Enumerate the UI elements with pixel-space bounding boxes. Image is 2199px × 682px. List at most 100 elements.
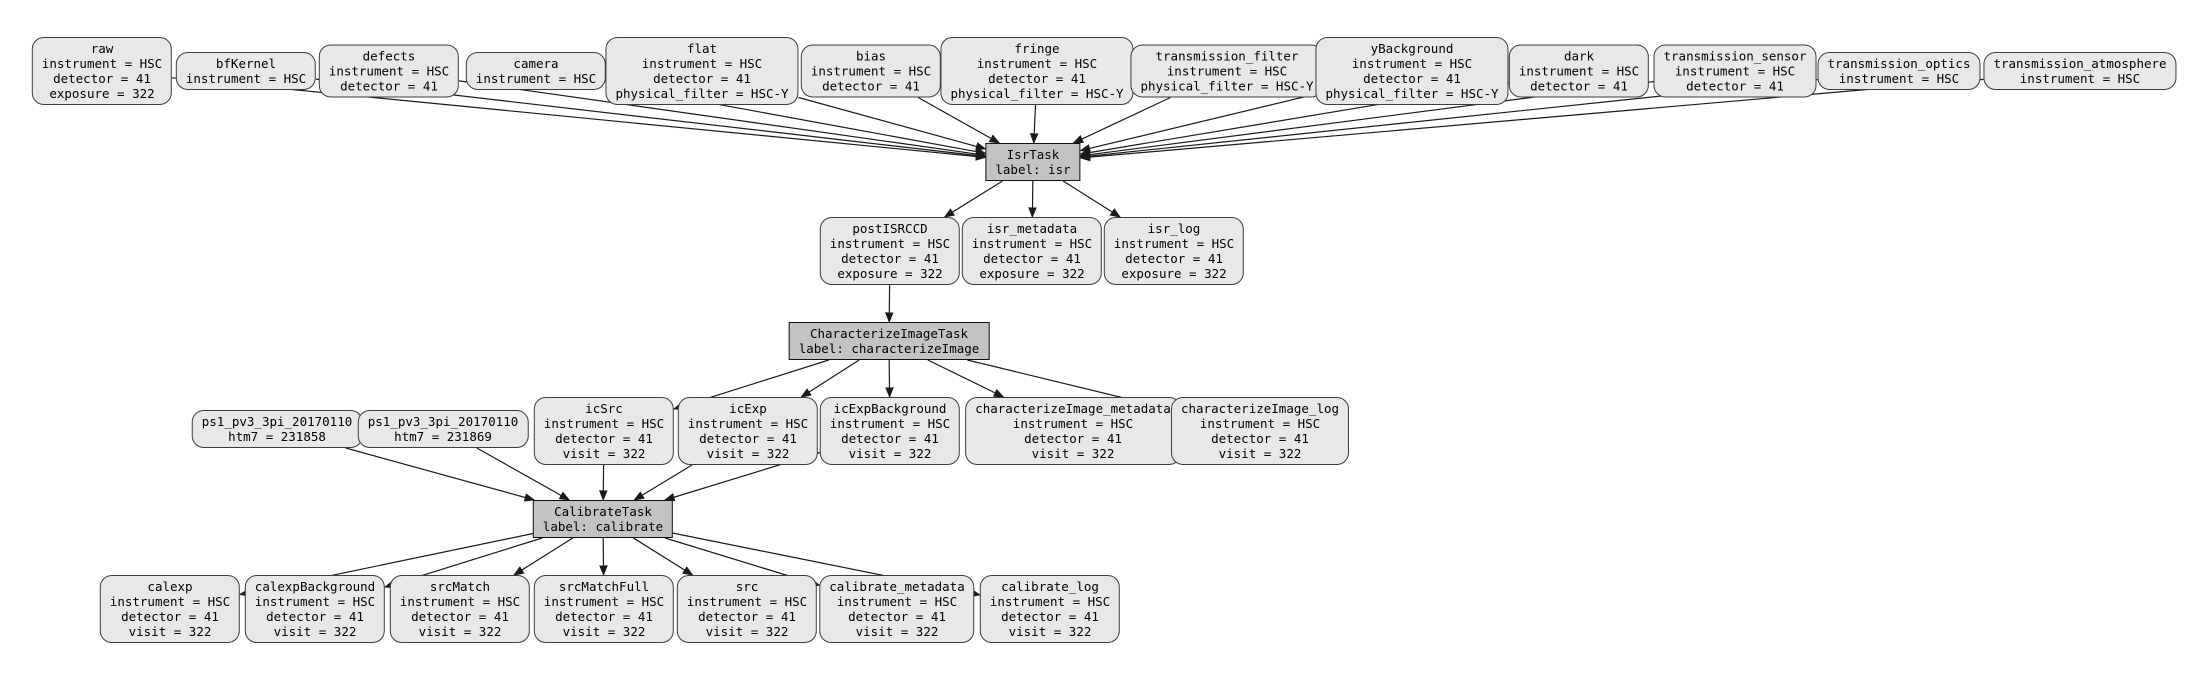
dataset-dimensions: htm7 = 231869 (394, 429, 492, 444)
dataset-name: calexpBackground (254, 579, 376, 594)
dataset-dimensions: instrument = HSC detector = 41 visit = 3… (254, 594, 376, 639)
edge-bias-to-isr (917, 96, 1001, 144)
dataset-dimensions: instrument = HSC detector = 41 (1674, 63, 1796, 94)
edge-defects-to-isr (458, 80, 987, 159)
dataset-dimensions: instrument = HSC detector = 41 physical_… (950, 56, 1124, 101)
dataset-name: fringe (1014, 41, 1060, 56)
dataset-dimensions: instrument = HSC detector = 41 exposure … (829, 236, 951, 281)
dataset-name: postISRCCD (852, 221, 928, 236)
dataset-dimensions: instrument = HSC detector = 41 visit = 3… (836, 594, 958, 639)
edge-transmission_atmosphere-to-isr (1079, 78, 1984, 162)
edge-fringe-to-isr (1029, 104, 1039, 145)
edge-raw-to-isr (171, 77, 987, 161)
dataset-dimensions: instrument = HSC detector = 41 visit = 3… (686, 594, 808, 639)
dataset-name: srcMatch (429, 579, 491, 594)
edge-flat-to-isr (798, 96, 987, 151)
dataset-dimensions: instrument = HSC (475, 71, 597, 86)
dataset-dimensions: instrument = HSC detector = 41 physical_… (615, 56, 789, 101)
dataset-dimensions: instrument = HSC physical_filter = HSC-Y (1140, 63, 1314, 94)
task-label: label: calibrate (542, 519, 664, 534)
dataset-dimensions: instrument = HSC detector = 41 visit = 3… (543, 594, 665, 639)
edge-calibrate-to-srcMatch (513, 537, 574, 576)
dataset-dimensions: instrument = HSC (1838, 71, 1960, 86)
edge-isr-to-postISRCCD (943, 180, 1003, 218)
dataset-name: calibrate_log (1001, 579, 1099, 594)
dataset-name: camera (513, 56, 559, 71)
dataset-dimensions: instrument = HSC detector = 41 (1518, 63, 1640, 94)
dataset-dimensions: instrument = HSC (2019, 71, 2141, 86)
dataset-name: characterizeImage_metadata (975, 401, 1171, 416)
dataset-name: isr_metadata (986, 221, 1078, 236)
dataset-dimensions: instrument = HSC detector = 41 visit = 3… (399, 594, 521, 639)
edge-ps1_a-to-calibrate (345, 447, 536, 502)
task-name: CharacterizeImageTask (809, 326, 969, 341)
dataset-name: yBackground (1370, 41, 1454, 56)
dataset-name: dark (1563, 48, 1595, 64)
dataset-name: srcMatchFull (558, 579, 650, 594)
edge-transmission_filter-to-isr (1072, 96, 1171, 144)
dataset-name: flat (686, 41, 718, 56)
dataset-dimensions: instrument = HSC detector = 41 exposure … (1113, 236, 1235, 281)
edge-calibrate-to-src (633, 537, 694, 576)
dataset-dimensions: instrument = HSC detector = 41 visit = 3… (109, 594, 231, 639)
dataset-dimensions: instrument = HSC detector = 41 visit = 3… (1199, 416, 1321, 461)
dataset-name: calibrate_metadata (829, 579, 965, 594)
dataset-name: transmission_optics (1827, 56, 1971, 71)
dataset-dimensions: instrument = HSC detector = 41 visit = 3… (1012, 416, 1134, 461)
dataset-dimensions: instrument = HSC detector = 41 visit = 3… (543, 416, 665, 461)
dataset-name: characterizeImage_log (1180, 401, 1340, 416)
dataset-name: defects (362, 48, 416, 64)
dataset-dimensions: instrument = HSC (185, 71, 307, 86)
dataset-name: icExpBackground (833, 401, 947, 416)
task-name: IsrTask (1006, 147, 1060, 162)
dataset-name: icExp (729, 401, 767, 416)
dataset-name: transmission_filter (1155, 48, 1299, 64)
dataset-dimensions: instrument = HSC detector = 41 (810, 63, 932, 94)
dataset-dimensions: instrument = HSC detector = 41 visit = 3… (829, 416, 951, 461)
dataset-dimensions: instrument = HSC detector = 41 exposure … (971, 236, 1093, 281)
task-name: CalibrateTask (554, 504, 652, 519)
dataset-dimensions: instrument = HSC detector = 41 exposure … (41, 56, 163, 101)
dataset-name: bfKernel (215, 56, 277, 71)
dataset-name: calexp (147, 579, 193, 594)
dataset-dimensions: htm7 = 231858 (228, 429, 326, 444)
dataset-name: transmission_atmosphere (1993, 56, 2167, 71)
dataset-name: isr_log (1147, 221, 1201, 236)
dataset-dimensions: instrument = HSC detector = 41 (328, 63, 450, 94)
edge-characterizeImage-to-characterizeImage_metadata (927, 359, 1005, 398)
edge-yBackground-to-isr (1079, 93, 1316, 153)
dataset-name: bias (855, 48, 887, 64)
dataset-dimensions: instrument = HSC detector = 41 visit = 3… (989, 594, 1111, 639)
task-label: label: isr (995, 162, 1071, 177)
dataset-name: raw (90, 41, 114, 56)
dataset-name: icSrc (585, 401, 623, 416)
